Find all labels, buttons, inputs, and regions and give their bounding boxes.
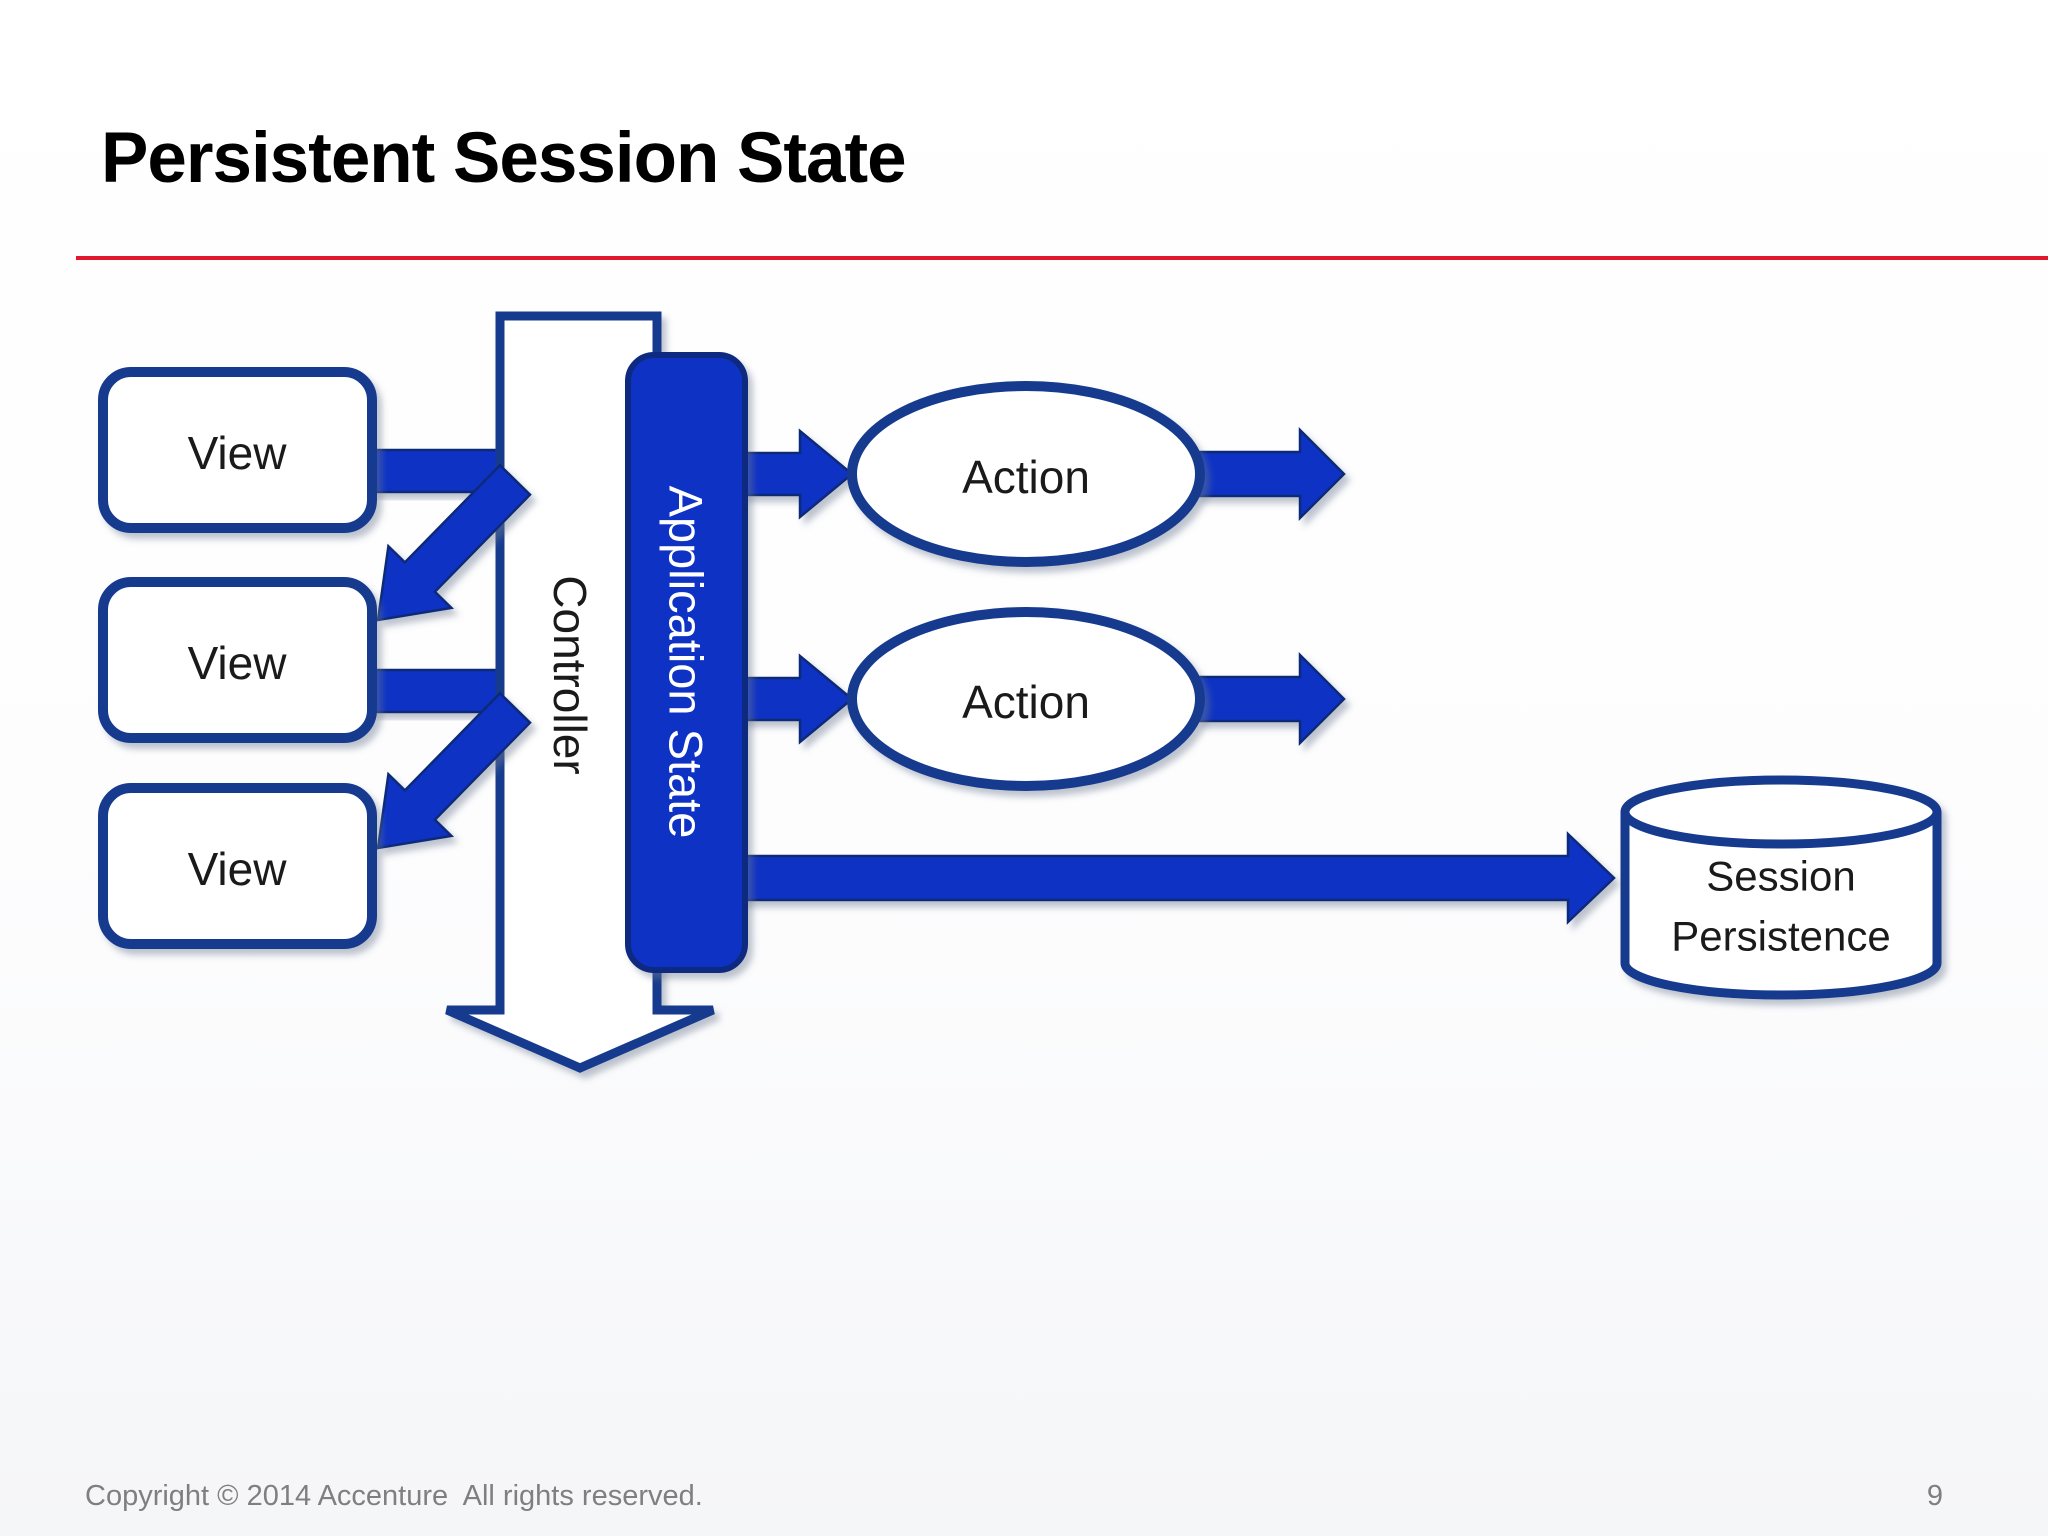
arrow-out-of-action1 — [1196, 426, 1346, 522]
cylinder-body — [1620, 812, 1942, 1000]
session-persistence-label-line2: Persistence — [1671, 913, 1890, 960]
arrow-appstate-to-action2 — [738, 653, 854, 745]
action-ellipse-2 — [847, 607, 1205, 791]
arrow-appstate-to-session-persistence — [738, 831, 1616, 925]
action-node-2: Action — [847, 607, 1205, 791]
view-label-1: View — [188, 427, 288, 479]
application-state-label: Application State — [660, 486, 713, 839]
cylinder-top — [1620, 775, 1942, 849]
action-label-1: Action — [962, 451, 1090, 503]
view-label-2: View — [188, 637, 288, 689]
session-persistence-cylinder — [1620, 775, 1942, 1000]
page-number: 9 — [1926, 1480, 1944, 1512]
diagonal-arrow-controller-to-view2 — [376, 463, 532, 622]
arrow-appstate-to-action1 — [738, 428, 854, 520]
view-node-1: View — [98, 367, 377, 533]
application-state-node: Application State — [625, 352, 748, 973]
view-node-3: View — [98, 783, 377, 949]
controller-label: Controller — [544, 575, 596, 774]
view-box-3 — [98, 783, 377, 949]
action-label-2: Action — [962, 676, 1090, 728]
copyright-footer: Copyright © 2014 Accenture All rights re… — [85, 1480, 703, 1512]
page-title: Persistent Session State — [101, 119, 907, 198]
title-divider-line — [76, 256, 2048, 260]
action-ellipse-1 — [847, 381, 1205, 567]
action-node-1: Action — [847, 381, 1205, 567]
arrow-out-of-action2 — [1196, 651, 1346, 747]
application-state-box — [625, 352, 748, 973]
diagonal-arrow-controller-to-view3 — [376, 691, 532, 850]
view-label-3: View — [188, 843, 288, 895]
view-box-1 — [98, 367, 377, 533]
view-node-2: View — [98, 577, 377, 743]
view-box-2 — [98, 577, 377, 743]
session-persistence-label-line1: Session — [1706, 853, 1855, 900]
